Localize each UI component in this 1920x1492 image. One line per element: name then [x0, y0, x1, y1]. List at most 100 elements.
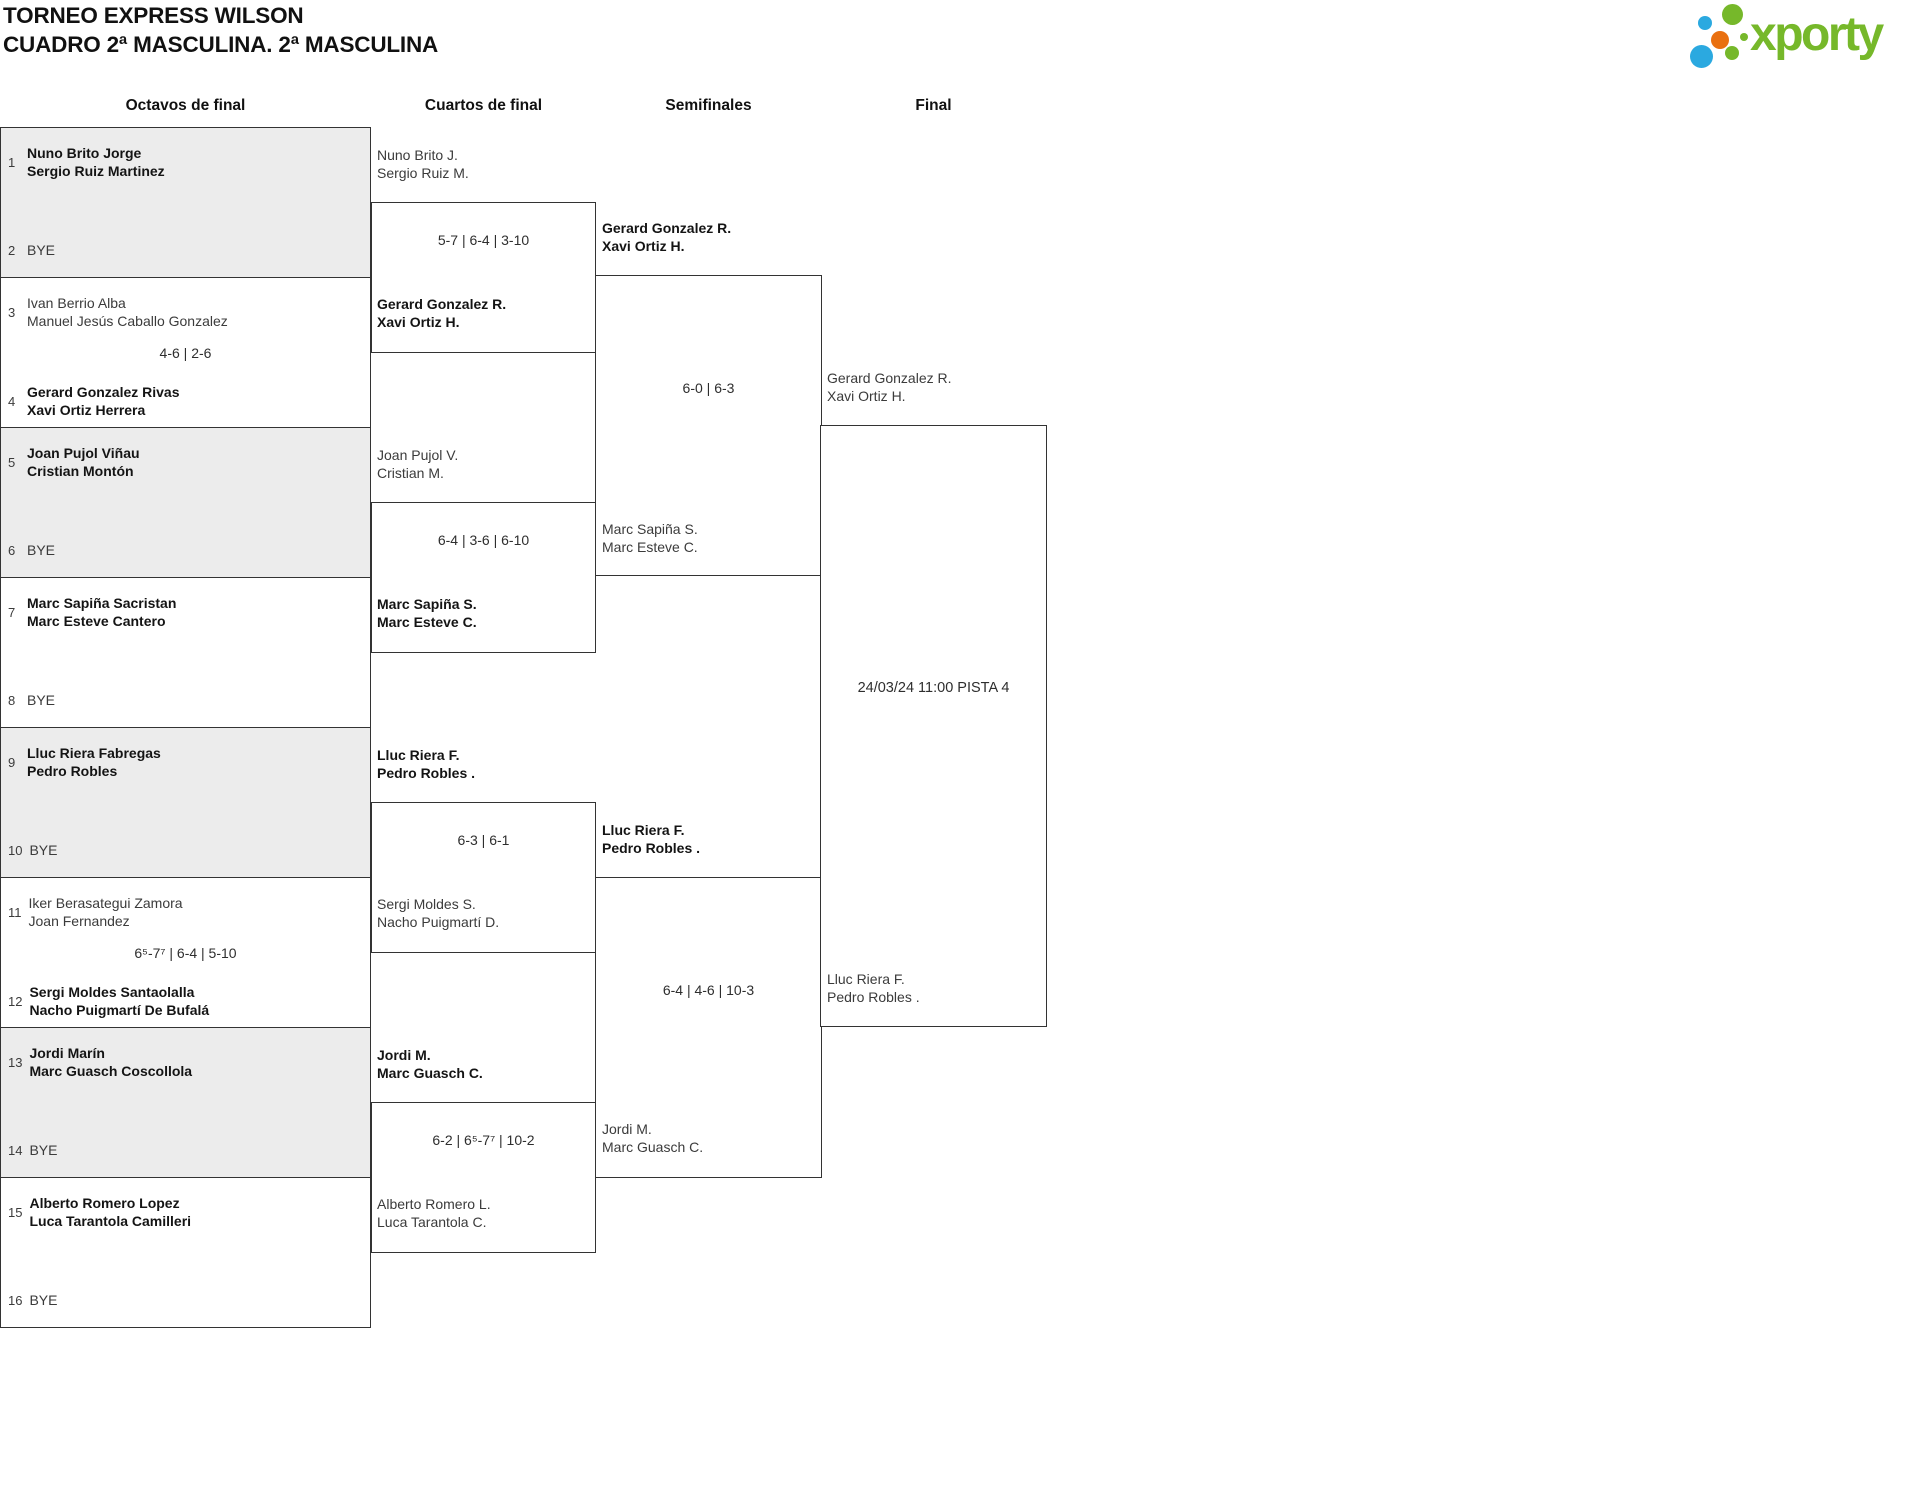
final-box: [820, 425, 1047, 1027]
team-slot-8: 8 BYE: [8, 691, 55, 709]
logo-dot-blue-large: [1690, 45, 1713, 68]
player-name: Sergio Ruiz M.: [377, 165, 469, 181]
bye-label: BYE: [27, 692, 56, 708]
team-slot-6: 6 BYE: [8, 541, 55, 559]
qf1-team-bottom: Gerard Gonzalez R. Xavi Ortiz H.: [377, 295, 506, 331]
column-header-cuartos: Cuartos de final: [424, 97, 543, 114]
player-name: Nuno Brito Jorge: [27, 145, 142, 161]
qf3-team-top: Lluc Riera F. Pedro Robles .: [377, 746, 475, 782]
r16-match-box-7-8: 7 Marc Sapiña Sacristan Marc Esteve Cant…: [0, 577, 371, 728]
player-name: Marc Sapiña S.: [602, 521, 698, 537]
player-name: Marc Guasch C.: [377, 1065, 483, 1081]
team-slot-2: 2 BYE: [8, 241, 55, 259]
team-slot-7: 7 Marc Sapiña Sacristan Marc Esteve Cant…: [8, 594, 176, 630]
player-name: Xavi Ortiz H.: [377, 314, 460, 330]
seed-number: 9: [8, 754, 16, 770]
team-name: BYE: [27, 241, 55, 259]
player-name: Marc Esteve C.: [602, 539, 698, 555]
quarterfinal-4-box: [371, 1102, 596, 1253]
sf1-score: 6-0 | 6-3: [682, 380, 735, 396]
column-header-final: Final: [915, 97, 952, 114]
player-name: Sergi Moldes S.: [377, 896, 476, 912]
qf3-score: 6-3 | 6-1: [457, 832, 510, 848]
qf4-team-bottom: Alberto Romero L. Luca Tarantola C.: [377, 1195, 491, 1231]
player-name: Joan Fernandez: [28, 913, 130, 929]
logo-dot-orange: [1711, 31, 1729, 49]
qf4-score: 6-2 | 6⁵-7⁷ | 10-2: [432, 1132, 535, 1148]
player-name: Manuel Jesús Caballo Gonzalez: [27, 313, 228, 329]
match-score: 4-6 | 2-6: [159, 344, 212, 361]
seed-number: 11: [8, 904, 22, 920]
sf1-team-top: Gerard Gonzalez R. Xavi Ortiz H.: [602, 219, 731, 255]
final-schedule: 24/03/24 11:00 PISTA 4: [857, 680, 1010, 696]
bracket-subtitle: CUADRO 2ª MASCULINA. 2ª MASCULINA: [3, 32, 439, 57]
seed-number: 8: [8, 692, 16, 708]
player-name: Nuno Brito J.: [377, 147, 458, 163]
player-name: Alberto Romero L.: [377, 1196, 491, 1212]
player-name: Marc Guasch Coscollola: [29, 1063, 193, 1079]
column-header-semifinales: Semifinales: [665, 97, 752, 114]
player-name: Jordi M.: [602, 1121, 652, 1137]
r16-match-box-1-2: 1 Nuno Brito Jorge Sergio Ruiz Martinez …: [0, 127, 371, 278]
seed-number: 6: [8, 542, 16, 558]
r16-match-box-9-10: 9 Lluc Riera Fabregas Pedro Robles 10 BY…: [0, 727, 371, 878]
seed-number: 10: [8, 842, 23, 858]
team-name: Sergi Moldes Santaolalla Nacho Puigmartí…: [29, 983, 209, 1019]
qf4-team-top: Jordi M. Marc Guasch C.: [377, 1046, 483, 1082]
player-name: Pedro Robles .: [602, 840, 701, 856]
team-name: Ivan Berrio Alba Manuel Jesús Caballo Go…: [27, 294, 228, 330]
seed-number: 4: [8, 393, 16, 409]
sf2-team-bottom: Jordi M. Marc Guasch C.: [602, 1120, 703, 1156]
team-slot-10: 10 BYE: [8, 841, 57, 859]
match-score: 6⁵-7⁷ | 6-4 | 5-10: [134, 944, 237, 961]
player-name: Jordi Marín: [29, 1045, 105, 1061]
seed-number: 15: [8, 1204, 23, 1220]
team-slot-9: 9 Lluc Riera Fabregas Pedro Robles: [8, 744, 161, 780]
r16-match-box-15-16: 15 Alberto Romero Lopez Luca Tarantola C…: [0, 1177, 371, 1328]
player-name: Gerard Gonzalez R.: [602, 220, 732, 236]
team-name: BYE: [27, 541, 55, 559]
bye-label: BYE: [27, 242, 56, 258]
team-name: BYE: [27, 691, 55, 709]
logo-dot-green-tiny: [1740, 33, 1748, 41]
seed-number: 14: [8, 1142, 23, 1158]
team-slot-11: 11 Iker Berasategui Zamora Joan Fernande…: [8, 894, 183, 930]
team-slot-5: 5 Joan Pujol Viñau Cristian Montón: [8, 444, 140, 480]
tournament-header: TORNEO EXPRESS WILSON CUADRO 2ª MASCULIN…: [3, 1, 438, 59]
qf2-team-bottom: Marc Sapiña S. Marc Esteve C.: [377, 595, 477, 631]
xporty-logo[interactable]: xporty: [1688, 2, 1918, 72]
r16-match-box-5-6: 5 Joan Pujol Viñau Cristian Montón 6 BYE: [0, 427, 371, 578]
sf2-team-top: Lluc Riera F. Pedro Robles .: [602, 821, 700, 857]
team-slot-4: 4 Gerard Gonzalez Rivas Xavi Ortiz Herre…: [8, 383, 180, 419]
seed-number: 7: [8, 604, 16, 620]
player-name: Lluc Riera F.: [602, 822, 685, 838]
r16-match-box-13-14: 13 Jordi Marín Marc Guasch Coscollola 14…: [0, 1027, 371, 1178]
player-name: Lluc Riera Fabregas: [27, 745, 161, 761]
player-name: Marc Esteve Cantero: [27, 613, 166, 629]
team-slot-12: 12 Sergi Moldes Santaolalla Nacho Puigma…: [8, 983, 209, 1019]
player-name: Sergi Moldes Santaolalla: [29, 984, 195, 1000]
player-name: Marc Guasch C.: [602, 1139, 704, 1155]
player-name: Cristian Montón: [27, 463, 134, 479]
player-name: Iker Berasategui Zamora: [28, 895, 183, 911]
qf2-team-top: Joan Pujol V. Cristian M.: [377, 446, 458, 482]
player-name: Joan Pujol V.: [377, 447, 459, 463]
sf2-score: 6-4 | 4-6 | 10-3: [662, 982, 755, 998]
seed-number: 5: [8, 454, 16, 470]
team-name: Nuno Brito Jorge Sergio Ruiz Martinez: [27, 144, 165, 180]
team-name: BYE: [29, 841, 57, 859]
logo-dot-green-small: [1725, 46, 1739, 60]
team-name: Alberto Romero Lopez Luca Tarantola Cami…: [29, 1194, 191, 1230]
player-name: Ivan Berrio Alba: [27, 295, 126, 311]
team-slot-1: 1 Nuno Brito Jorge Sergio Ruiz Martinez: [8, 144, 165, 180]
player-name: Marc Sapiña Sacristan: [27, 595, 177, 611]
quarterfinal-3-box: [371, 802, 596, 953]
qf1-team-top: Nuno Brito J. Sergio Ruiz M.: [377, 146, 469, 182]
player-name: Nacho Puigmartí D.: [377, 914, 500, 930]
column-header-octavos: Octavos de final: [125, 97, 246, 114]
quarterfinal-2-box: [371, 502, 596, 653]
team-slot-3: 3 Ivan Berrio Alba Manuel Jesús Caballo …: [8, 294, 228, 330]
r16-match-box-11-12: 11 Iker Berasategui Zamora Joan Fernande…: [0, 877, 371, 1028]
logo-dot-blue-small: [1698, 16, 1712, 30]
bye-label: BYE: [29, 1142, 58, 1158]
